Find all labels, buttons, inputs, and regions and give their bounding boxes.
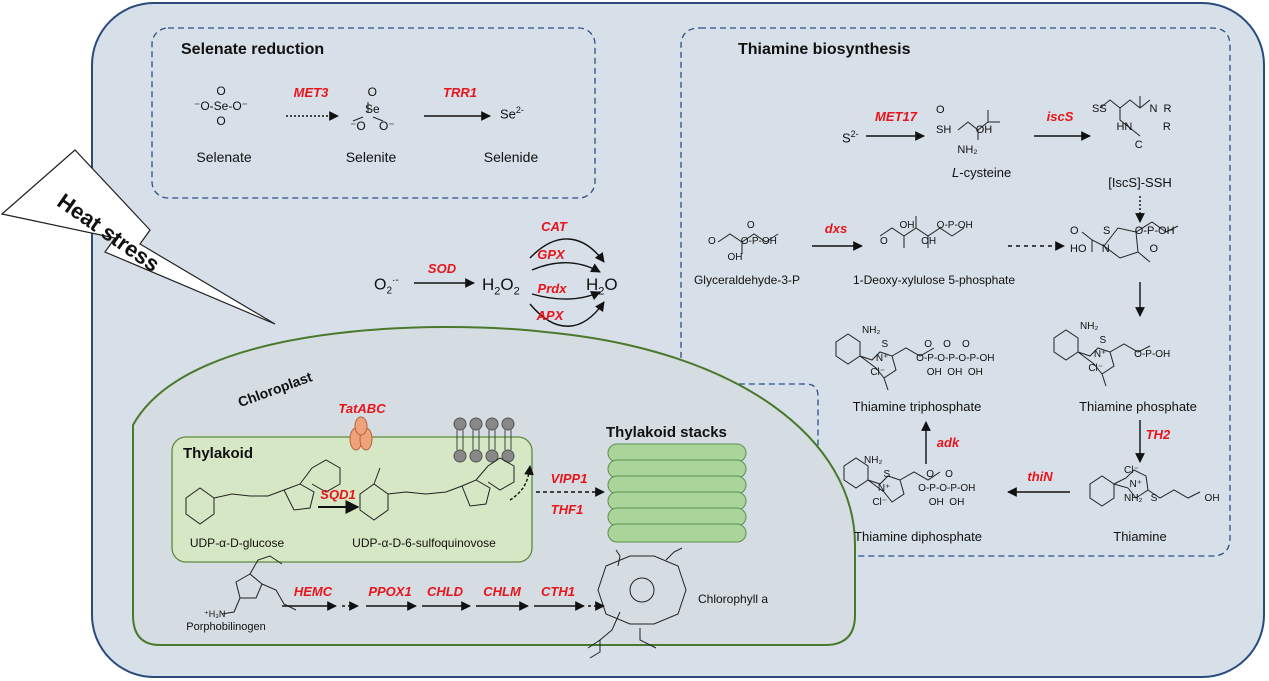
tpp3-groups: NH₂ S O O O N⁺ O-P-O-P-O-P-OH Cl⁻ OH OH … <box>862 325 995 378</box>
chlorophyll-a-label: Chlorophyll a <box>698 592 769 606</box>
reaction-arrows <box>282 111 1145 611</box>
enzyme-chld: CHLD <box>426 584 464 599</box>
selenite-label: Selenite <box>345 149 397 165</box>
arrow-gpx <box>531 261 601 273</box>
thylakoid-stacks <box>607 443 747 543</box>
heat-stress-bolt <box>0 149 276 325</box>
selenide-label: Selenide <box>483 149 539 165</box>
enzyme-met3: MET3 <box>293 85 329 100</box>
porphobilinogen-label: Porphobilinogen <box>186 621 266 633</box>
arrow-prdx <box>531 291 601 301</box>
enzyme-sqd1: SQD1 <box>320 487 356 502</box>
h2o2-text: H <box>482 275 495 294</box>
structure-sketches <box>185 96 1201 659</box>
superoxide-formula: O2·- <box>374 275 399 297</box>
thiamine-triphosphate-label: Thiamine triphosphate <box>852 399 982 414</box>
tatabc-protein-icon <box>349 416 373 451</box>
enzyme-vipp1: VIPP1 <box>550 471 588 486</box>
enzyme-ppox1: PPOX1 <box>368 584 412 599</box>
tdp-groups: NH₂ S O O N⁺ O-P-O-P-OH Cl⁻ OH OH <box>864 455 976 508</box>
h2o2-formula: H2O2 <box>482 275 520 298</box>
selenate-structure: O⁻O-Se-O⁻O <box>194 84 249 128</box>
thylakoid-stacks-title: Thylakoid stacks <box>606 424 727 441</box>
selenide-formula-text: Se <box>500 106 516 122</box>
thiamine-phosphate-label: Thiamine phosphate <box>1079 399 1197 414</box>
enzyme-adk: adk <box>936 435 960 450</box>
enzyme-thf1: THF1 <box>550 502 584 517</box>
water-text: H <box>586 275 599 294</box>
enzyme-chlm: CHLM <box>483 584 521 599</box>
enzyme-prdx: Prdx <box>537 281 567 296</box>
sulfide-formula: S2- <box>842 129 859 146</box>
thylakoid-title: Thylakoid <box>183 445 254 462</box>
selenate-reduction-box <box>151 27 596 199</box>
sulfide-text: S <box>842 130 851 146</box>
enzyme-thin: thiN <box>1027 469 1053 484</box>
selenide-formula: Se2- <box>500 105 524 122</box>
porphobilinogen-amine: ⁺H₃N <box>204 609 226 619</box>
enzyme-tatabc: TatABC <box>338 401 386 416</box>
enzyme-hemc: HEMC <box>293 584 333 599</box>
thiamine-biosynthesis-title: Thiamine biosynthesis <box>738 41 911 58</box>
arrow-cat <box>529 238 605 263</box>
selenate-reduction-title: Selenate reduction <box>181 41 325 58</box>
g3p-label: Glyceraldehyde-3-P <box>693 273 801 287</box>
udp-glucose-label: UDP-α-D-glucose <box>189 536 285 550</box>
enzyme-met17: MET17 <box>875 109 917 124</box>
dxp-label: 1-Deoxy-xylulose 5-phosphate <box>852 273 1016 287</box>
iscs-ssh-label: [IscS]-SSH <box>1108 175 1172 190</box>
enzyme-sod: SOD <box>427 261 457 276</box>
enzyme-iscs: iscS <box>1046 109 1074 124</box>
thiamine-groups: Cl⁻ N⁺NH₂ S OH <box>1124 465 1220 504</box>
iscs-ssh-groups: SS N R HN R C <box>1092 103 1172 151</box>
enzyme-trr1: TRR1 <box>443 85 477 100</box>
arrow-apx <box>529 301 605 327</box>
enzyme-dxs: dxs <box>824 221 848 236</box>
enzyme-cat: CAT <box>541 219 567 234</box>
tp-groups: NH₂ S N⁺ O-P-OH Cl⁻ <box>1080 321 1171 374</box>
water-formula: H2O <box>586 275 618 298</box>
lipid-bilayer-icon <box>453 417 515 463</box>
enzyme-cth1: CTH1 <box>541 584 575 599</box>
enzyme-gpx: GPX <box>537 247 565 262</box>
enzyme-th2: TH2 <box>1145 427 1171 442</box>
arrow-thylakoid-out <box>509 465 534 501</box>
enzyme-apx: APX <box>536 308 564 323</box>
udp-sulfoquinovose-label: UDP-α-D-6-sulfoquinovose <box>352 536 496 550</box>
cysteine-prefix: L <box>952 165 960 180</box>
thiamine-label: Thiamine <box>1113 529 1167 544</box>
cysteine-text: -cysteine <box>959 165 1012 180</box>
cysteine-label: L-cysteine <box>952 166 1011 179</box>
thiamine-diphosphate-label: Thiamine diphosphate <box>854 529 982 544</box>
selenate-label: Selenate <box>196 149 252 165</box>
superoxide-text: O <box>374 276 387 294</box>
